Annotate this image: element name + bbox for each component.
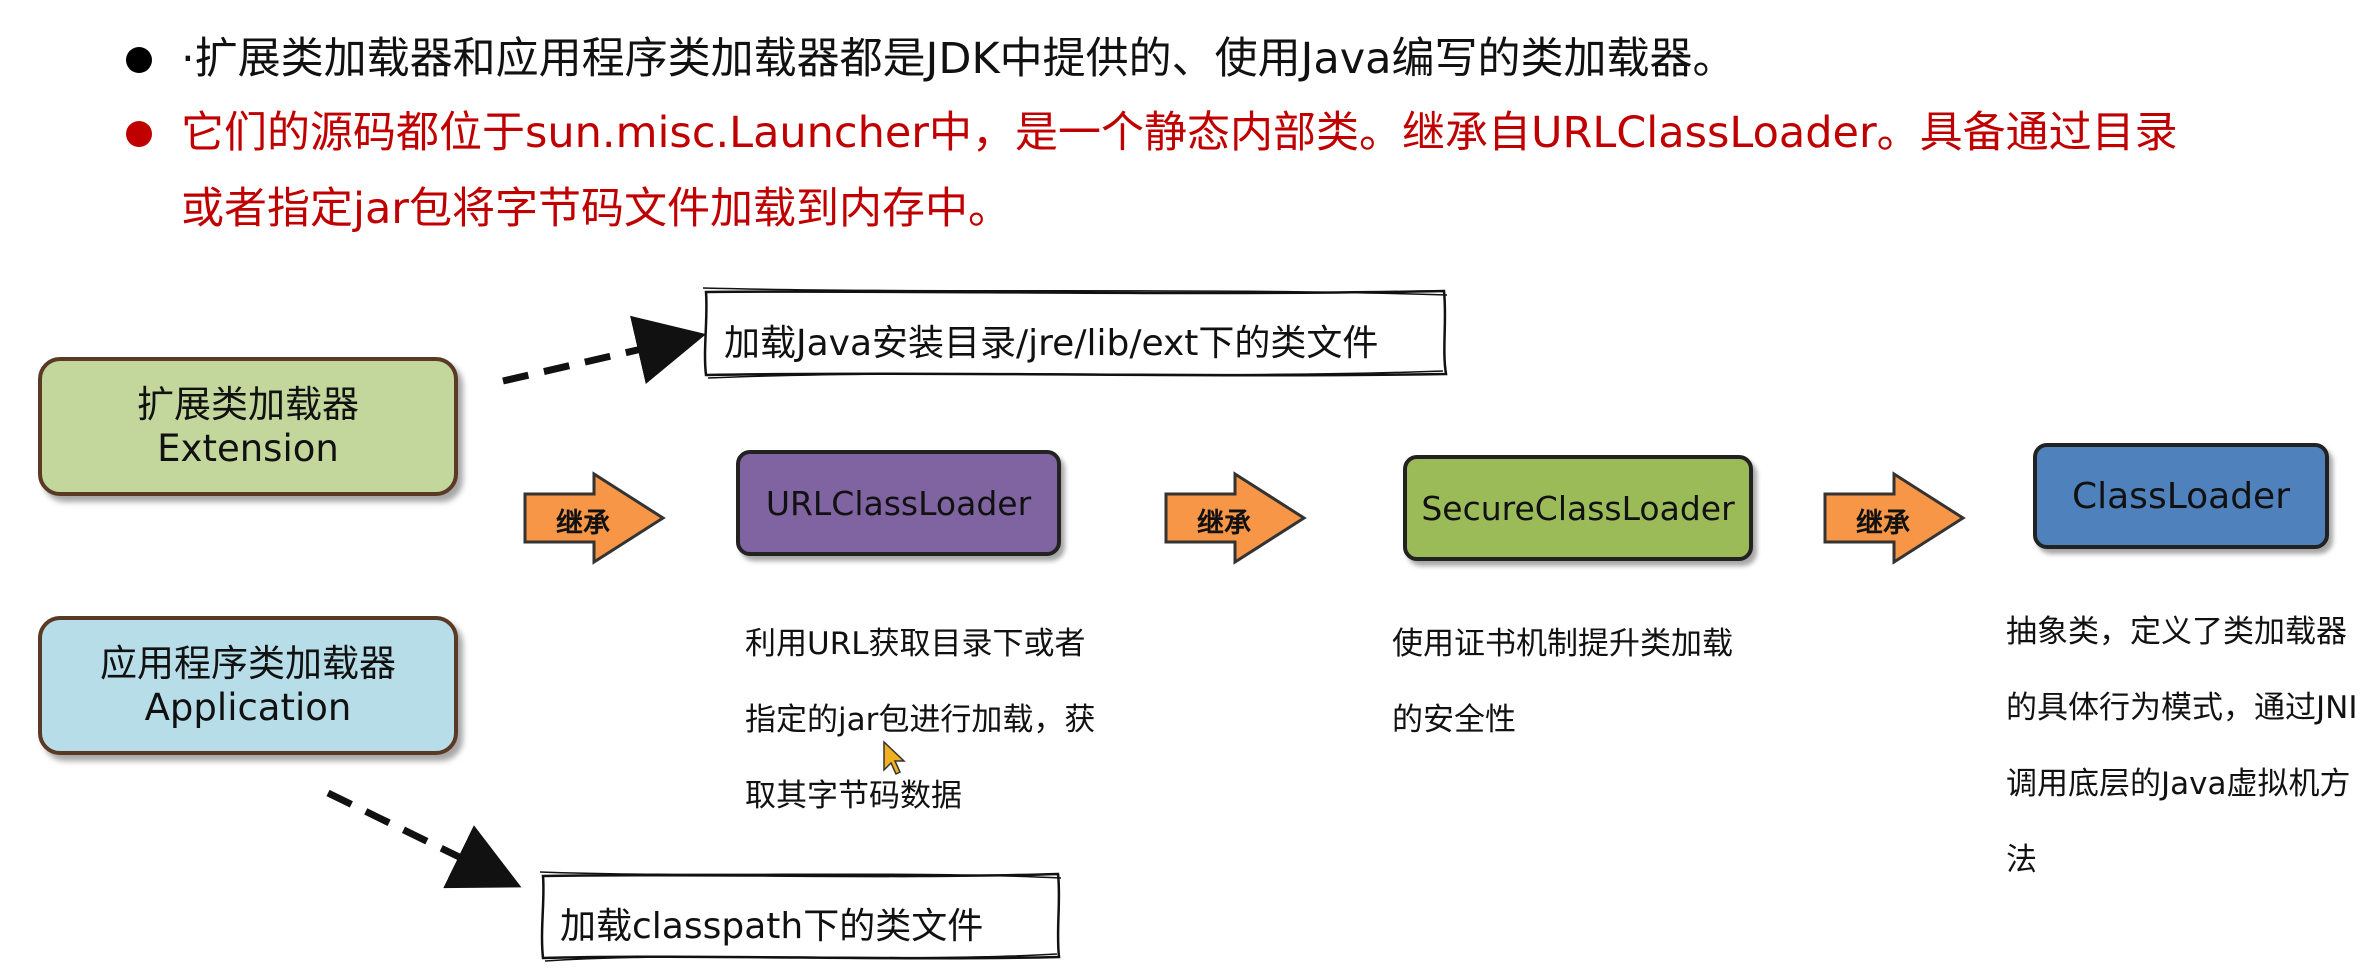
bullet-dot-1 bbox=[126, 47, 152, 73]
mouse-cursor-icon bbox=[883, 740, 906, 776]
extension-loader-box: 扩展类加载器 Extension bbox=[38, 357, 458, 496]
classloader-box: ClassLoader bbox=[2033, 443, 2329, 549]
desc-line: 抽象类，定义了类加载器 bbox=[2006, 614, 2347, 650]
desc-line: 的具体行为模式，通过JNI bbox=[2006, 690, 2358, 726]
desc-line: 法 bbox=[2006, 842, 2037, 878]
application-loader-box: 应用程序类加载器 Application bbox=[38, 616, 458, 755]
classloader-description: 抽象类，定义了类加载器 的具体行为模式，通过JNI 调用底层的Java虚拟机方 … bbox=[2006, 594, 2357, 898]
desc-line: 调用底层的Java虚拟机方 bbox=[2006, 766, 2351, 802]
note-box-extension bbox=[703, 289, 1448, 377]
secureclassloader-box: SecureClassLoader bbox=[1403, 455, 1753, 561]
classloader-label: ClassLoader bbox=[2071, 475, 2291, 517]
inherit-arrow-1 bbox=[523, 471, 666, 565]
bullet-dot-2 bbox=[126, 121, 152, 147]
desc-line: 使用证书机制提升类加载 bbox=[1392, 626, 1733, 662]
note-text-extension: 加载Java安装目录/jre/lib/ext下的类文件 bbox=[724, 323, 1379, 364]
urlclassloader-box: URLClassLoader bbox=[736, 450, 1061, 556]
desc-line: 指定的jar包进行加载，获 bbox=[745, 702, 1096, 738]
extension-loader-subtitle: Extension bbox=[157, 426, 339, 470]
inherit-label-1: 继承 bbox=[556, 508, 610, 539]
note-box-application bbox=[540, 872, 1061, 960]
inherit-label-3: 继承 bbox=[1856, 508, 1910, 539]
inherit-arrow-3 bbox=[1823, 471, 1966, 565]
urlclassloader-description: 利用URL获取目录下或者 指定的jar包进行加载，获 取其字节码数据 bbox=[745, 606, 1095, 834]
application-loader-title: 应用程序类加载器 bbox=[100, 641, 396, 685]
urlclassloader-label: URLClassLoader bbox=[765, 483, 1032, 523]
desc-line: 的安全性 bbox=[1392, 702, 1516, 738]
application-loader-subtitle: Application bbox=[144, 685, 352, 729]
inherit-arrow-2 bbox=[1164, 471, 1307, 565]
note-text-application: 加载classpath下的类文件 bbox=[560, 906, 984, 947]
desc-line: 取其字节码数据 bbox=[745, 778, 962, 814]
bullet-text-1: ·扩展类加载器和应用程序类加载器都是JDK中提供的、使用Java编写的类加载器。 bbox=[181, 34, 1736, 84]
bullet-text-2: 它们的源码都位于sun.misc.Launcher中，是一个静态内部类。继承自U… bbox=[181, 108, 2178, 158]
inherit-label-2: 继承 bbox=[1197, 508, 1251, 539]
extension-loader-title: 扩展类加载器 bbox=[137, 382, 359, 426]
secureclassloader-description: 使用证书机制提升类加载 的安全性 bbox=[1392, 606, 1733, 758]
dashed-arrow-extension bbox=[502, 315, 707, 385]
secureclassloader-label: SecureClassLoader bbox=[1421, 488, 1735, 528]
bullet-text-2-continued: 或者指定jar包将字节码文件加载到内存中。 bbox=[181, 184, 1011, 234]
desc-line: 利用URL获取目录下或者 bbox=[745, 626, 1086, 662]
dashed-arrow-application bbox=[326, 789, 522, 889]
